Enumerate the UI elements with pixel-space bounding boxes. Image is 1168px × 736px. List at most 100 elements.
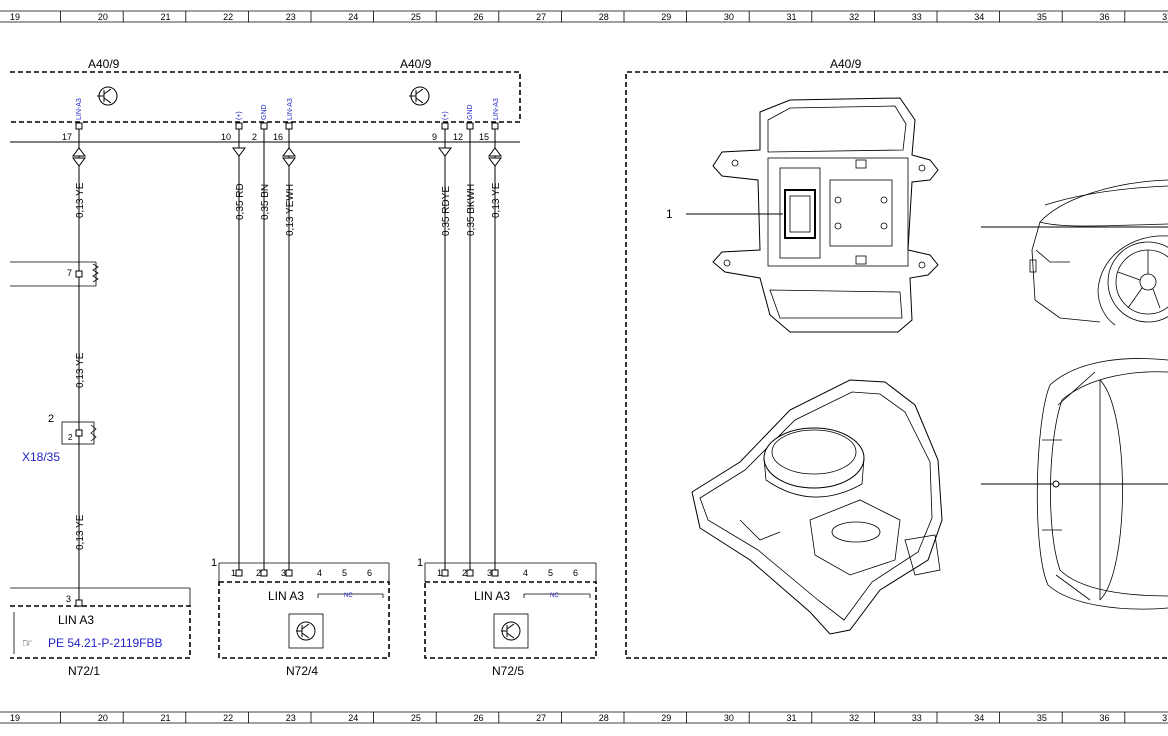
callout-number: 1 [666, 207, 673, 221]
connector-pin-number: 4 [317, 568, 322, 578]
pin-number: 17 [62, 132, 72, 142]
ruler-number: 20 [98, 12, 108, 22]
connector-pin-number: 1 [437, 568, 442, 578]
output-arrow-icons [232, 147, 452, 157]
pin-signal-label: GND [467, 104, 474, 120]
ruler-number: 33 [912, 713, 922, 723]
wire-label: 0,13 YE [75, 514, 86, 550]
pin-number: 10 [221, 132, 231, 142]
ruler-number: 33 [912, 12, 922, 22]
ruler-number: 36 [1100, 12, 1110, 22]
ruler-number: 37 [1162, 12, 1168, 22]
connector-pin-number: 3 [281, 568, 286, 578]
pin-number: 9 [432, 132, 437, 142]
ruler-number: 27 [536, 12, 546, 22]
wire-label: 0,35 BKWH [466, 184, 477, 236]
connector-pin [466, 569, 474, 577]
pin-signal-label: (+) [442, 111, 449, 120]
ruler-number: 28 [599, 713, 609, 723]
connector-pin-number: 4 [523, 568, 528, 578]
connector-pin [235, 569, 243, 577]
pin-signal-label: LIN-A3 [287, 98, 294, 120]
selector-drawing [691, 379, 943, 635]
connector-pin-number: 3 [487, 568, 492, 578]
ruler-number: 23 [286, 12, 296, 22]
pin-signal-label: LIN-A3 [76, 98, 83, 120]
ruler-number: 31 [787, 12, 797, 22]
ruler-number: 19 [10, 12, 20, 22]
nc-label: NC [344, 593, 353, 599]
connector-pin [285, 569, 293, 577]
connector-pin-7: 7 [10, 261, 99, 287]
connector-pin-number: 6 [367, 568, 372, 578]
ruler-number: 22 [223, 12, 233, 22]
bus-label: LIN A3 [474, 589, 510, 603]
ruler-number: 20 [98, 713, 108, 723]
pin-number: 15 [479, 132, 489, 142]
pin-number: 2 [68, 433, 73, 442]
transistor-icon [493, 613, 529, 649]
ruler-number: 32 [849, 12, 859, 22]
pin-number: 12 [453, 132, 463, 142]
ruler-number: 37 [1162, 713, 1168, 723]
ruler-number: 35 [1037, 12, 1047, 22]
ruler-number: 21 [161, 713, 171, 723]
vehicle-side-drawing [1029, 179, 1168, 326]
pin-number: 3 [66, 594, 71, 604]
pin-number: 2 [252, 132, 257, 142]
wire-label: 0,35 RDYE [441, 186, 452, 236]
ruler-number: 23 [286, 713, 296, 723]
connector-pin-number: 2 [256, 568, 261, 578]
ruler-number: 26 [474, 713, 484, 723]
connector-pin-number: 1 [231, 568, 236, 578]
connector-mark: 2 [48, 413, 54, 425]
wires [78, 129, 496, 600]
a40-9-label: A40/9 [400, 57, 432, 71]
connector-pin [491, 569, 499, 577]
ruler-number: 31 [787, 713, 797, 723]
ruler-number: 25 [411, 12, 421, 22]
wire-labels: 0,13 YE 0,35 RD 0,35 BN 0,13 YEWH 0,35 R… [75, 182, 502, 550]
pin-signal-label: (+) [236, 111, 243, 120]
x18-35-link[interactable]: X18/35 [22, 450, 60, 464]
ruler-number: 34 [974, 713, 984, 723]
ruler-number: 35 [1037, 713, 1047, 723]
top-ruler: 19202122232425262728293031323334353637 [0, 10, 1168, 23]
ruler-number: 30 [724, 713, 734, 723]
transistor-icon [97, 86, 118, 106]
nc-label: NC [550, 593, 559, 599]
location-panel: A40/9 1 [625, 57, 1168, 659]
ruler-number: 27 [536, 713, 546, 723]
wire-label: 0,13 YE [491, 182, 502, 218]
transistor-icon [409, 86, 430, 106]
ruler-number: 22 [223, 713, 233, 723]
pin-signal-label: GND [261, 104, 268, 120]
ruler-number: 26 [474, 12, 484, 22]
n72-4-label: N72/4 [286, 664, 318, 678]
pin-numbers: 17 10 2 16 9 12 15 [62, 132, 489, 142]
bottom-ruler: 19202122232425262728293031323334353637 [0, 711, 1168, 724]
a40-9-module-box: A40/9 A40/9 [10, 57, 521, 143]
vehicle-top-drawing [1036, 358, 1168, 610]
connector-pin [260, 569, 268, 577]
connector-pin-number: 2 [462, 568, 467, 578]
ruler-number: 34 [974, 12, 984, 22]
ruler-number: 36 [1100, 713, 1110, 723]
ruler-number: 21 [161, 12, 171, 22]
bus-label: LIN A3 [58, 613, 94, 627]
x18-35-connector: 2 2 [48, 413, 97, 445]
ruler-number: 24 [348, 713, 358, 723]
ruler-number: 24 [348, 12, 358, 22]
a40-9-label: A40/9 [88, 57, 120, 71]
connector-mark: 1 [417, 557, 423, 569]
connector-pin-number: 5 [548, 568, 553, 578]
pe-reference-link[interactable]: PE 54.21-P-2119FBB [48, 636, 163, 650]
pin-signal-label: LIN-A3 [493, 98, 500, 120]
a40-9-label: A40/9 [830, 57, 862, 71]
wire-label: 0,13 YE [75, 352, 86, 388]
bus-label: LIN A3 [268, 589, 304, 603]
ruler-number: 28 [599, 12, 609, 22]
ruler-number: 19 [10, 713, 20, 723]
